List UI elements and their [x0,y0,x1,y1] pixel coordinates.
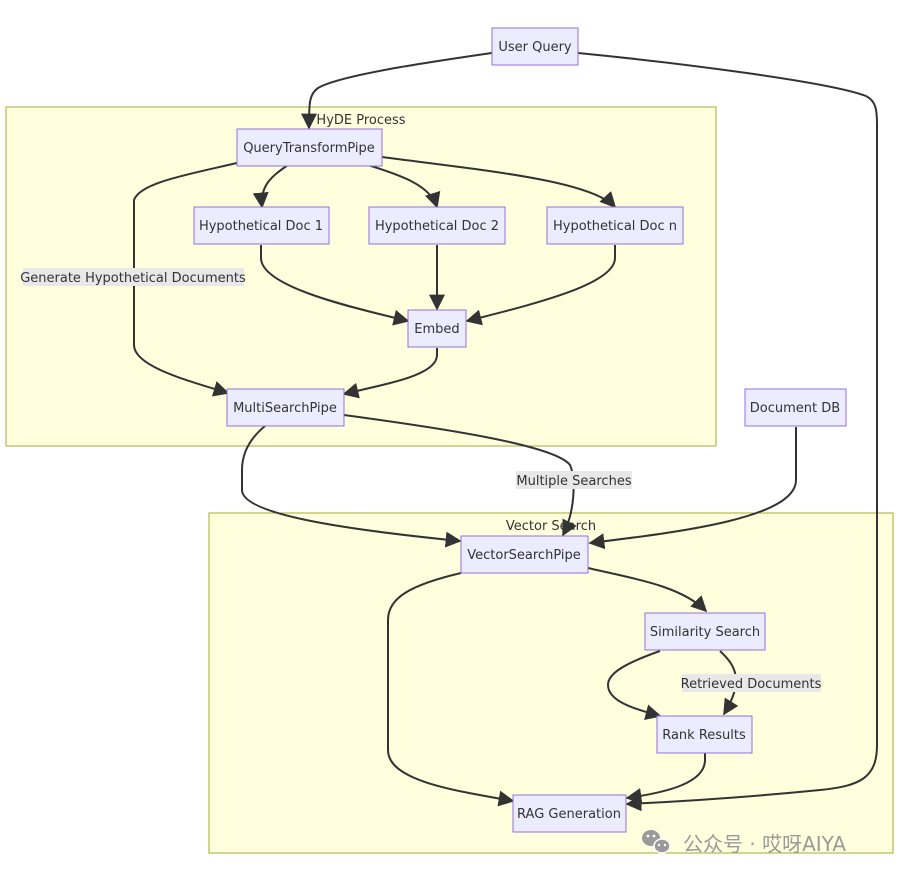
node-rag-generation-label: RAG Generation [517,807,621,822]
edge-vectorsearch-similarity [587,567,708,613]
node-rank-results-label: Rank Results [662,728,746,743]
node-embed[interactable]: Embed [407,309,467,348]
node-document-db-label: Document DB [750,401,840,416]
node-similarity-search-label: Similarity Search [650,625,760,640]
edge-userquery-rag [577,52,878,812]
node-rag-generation[interactable]: RAG Generation [512,794,627,833]
edge-label-generate-text: Generate Hypothetical Documents [20,271,246,286]
edge-rank-rag [625,753,706,804]
node-query-transform-pipe-label: QueryTransformPipe [243,141,375,156]
edge-hypdoc1-embed [260,245,410,326]
edge-querytransform-hypdoc2 [367,164,441,209]
edge-label-multiple-searches-text: Multiple Searches [516,474,631,489]
node-hypothetical-doc-2-label: Hypothetical Doc 2 [375,219,499,234]
edge-multisearch-vectorsearch [241,425,462,548]
node-hypothetical-doc-1-label: Hypothetical Doc 1 [199,219,323,234]
edge-multisearch-vectorsearch-labeled [343,414,577,537]
node-query-transform-pipe[interactable]: QueryTransformPipe [236,128,383,167]
watermark: 公众号 · 哎呀AIYA [642,830,846,856]
cluster-title-vector: Vector Search [506,519,596,534]
node-vector-search-pipe-label: VectorSearchPipe [467,548,581,563]
node-hypothetical-doc-n-label: Hypothetical Doc n [553,219,677,234]
watermark-text: 公众号 · 哎呀AIYA [683,832,846,856]
node-document-db[interactable]: Document DB [744,388,847,427]
edge-label-generate: Generate Hypothetical Documents [20,268,246,286]
edge-userquery-querytransform [301,52,493,130]
edge-vectorsearch-rag [387,572,515,807]
edge-documentdb-vectorsearch [588,427,797,550]
node-rank-results[interactable]: Rank Results [656,715,753,754]
node-embed-label: Embed [414,322,459,337]
edge-hypdocn-embed [465,245,616,326]
edge-similarity-rank [606,650,662,721]
node-multi-search-pipe[interactable]: MultiSearchPipe [226,388,345,427]
wechat-icon [642,830,671,854]
edge-querytransform-hypdocn [381,156,617,209]
edge-label-retrieved-text: Retrieved Documents [681,677,822,692]
node-user-query-label: User Query [498,40,572,55]
cluster-title-hyde: HyDE Process [316,113,405,128]
node-vector-search-pipe[interactable]: VectorSearchPipe [460,535,589,574]
node-user-query[interactable]: User Query [491,27,579,66]
edge-querytransform-hypdoc1 [252,164,289,209]
edge-embed-multisearch [342,348,438,399]
edge-label-multiple-searches: Multiple Searches [516,471,632,489]
node-hypothetical-doc-2[interactable]: Hypothetical Doc 2 [368,206,506,245]
node-hypothetical-doc-1[interactable]: Hypothetical Doc 1 [193,206,330,245]
edge-label-retrieved: Retrieved Documents [681,674,822,692]
node-similarity-search[interactable]: Similarity Search [644,612,766,651]
node-hypothetical-doc-n[interactable]: Hypothetical Doc n [546,206,684,245]
node-multi-search-pipe-label: MultiSearchPipe [233,401,337,416]
